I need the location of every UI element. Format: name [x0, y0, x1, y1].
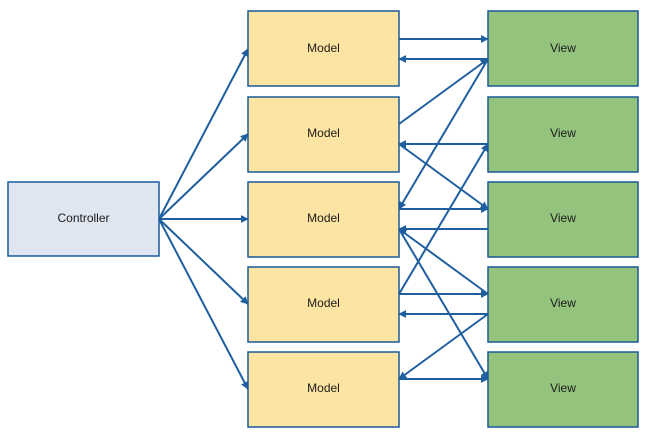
view-label-2: View: [550, 126, 576, 140]
edges: [158, 35, 489, 390]
view-label-3: View: [550, 211, 576, 225]
view-box-4: [487, 266, 639, 343]
view-label-1: View: [550, 41, 576, 55]
arrow-controller-to-model-5: [158, 218, 249, 390]
view-box-1: [487, 10, 639, 87]
arrow-controller-to-model-1: [158, 48, 249, 220]
arrow-view-4-to-model-3: [398, 228, 489, 295]
view-node-3: View: [487, 181, 639, 258]
view-box-3: [487, 181, 639, 258]
view-node-2: View: [487, 96, 639, 173]
view-label-4: View: [550, 296, 576, 310]
arrow-model-3-to-view-5: [398, 228, 489, 380]
model-box-2: [247, 96, 400, 173]
model-node-5: Model: [247, 351, 400, 428]
model-node-3: Model: [247, 181, 400, 258]
model-box-4: [247, 266, 400, 343]
controller-label: Controller: [57, 211, 109, 225]
model-box-5: [247, 351, 400, 428]
model-node-1: Model: [247, 10, 400, 87]
model-label-2: Model: [307, 126, 340, 140]
arrow-model-2-to-view-3: [398, 143, 489, 210]
model-label-3: Model: [307, 211, 340, 225]
arrow-model-4-to-view-2: [398, 143, 489, 295]
arrow-controller-to-model-2: [158, 133, 249, 220]
arrow-view-4-to-model-5: [398, 313, 489, 380]
view-node-1: View: [487, 10, 639, 87]
model-label-1: Model: [307, 41, 340, 55]
arrow-view-1-to-model-3: [398, 58, 489, 210]
model-label-5: Model: [307, 381, 340, 395]
controller-node: Controller: [7, 181, 160, 257]
view-node-4: View: [487, 266, 639, 343]
view-box-2: [487, 96, 639, 173]
model-box-1: [247, 10, 400, 87]
controller-box: [7, 181, 160, 257]
model-box-3: [247, 181, 400, 258]
arrow-model-2-to-view-1: [398, 58, 489, 125]
view-label-5: View: [550, 381, 576, 395]
arrow-controller-to-model-4: [158, 218, 249, 305]
model-node-4: Model: [247, 266, 400, 343]
view-node-5: View: [487, 351, 639, 428]
model-node-2: Model: [247, 96, 400, 173]
view-box-5: [487, 351, 639, 428]
model-label-4: Model: [307, 296, 340, 310]
